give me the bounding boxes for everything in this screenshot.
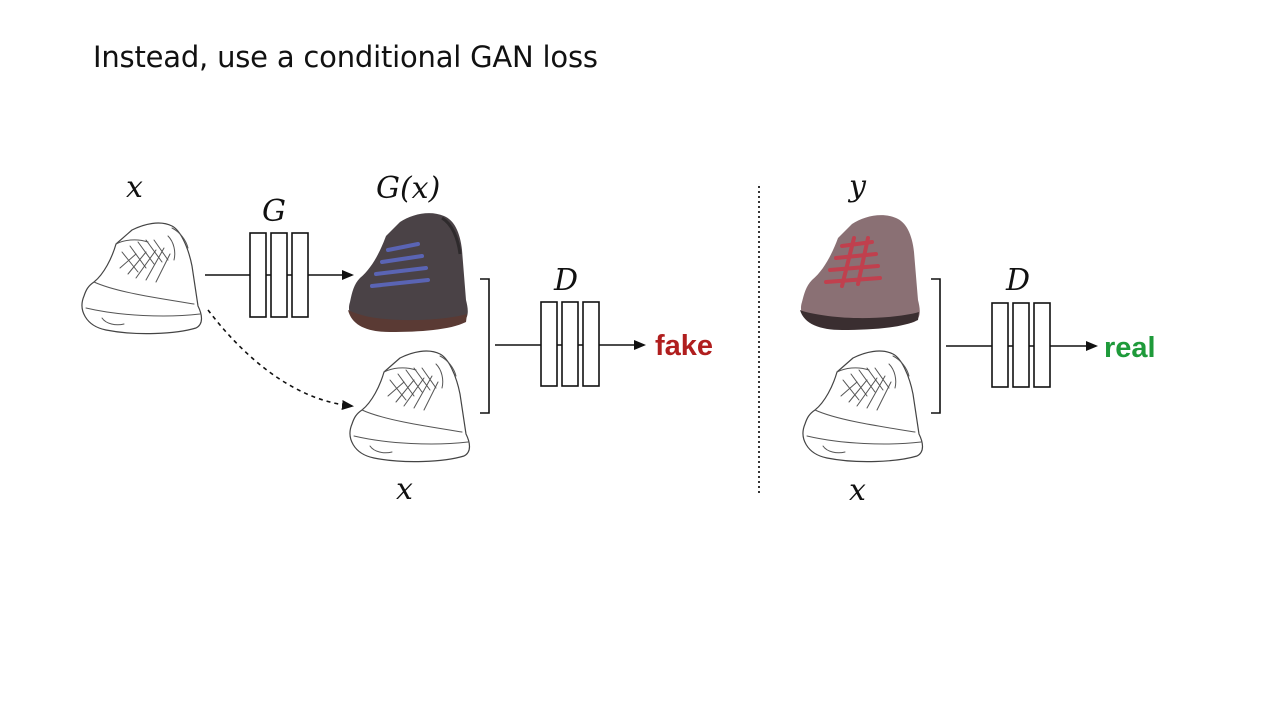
real-discriminator-layer-3	[1033, 302, 1051, 388]
fake-output-label: fake	[655, 330, 713, 362]
target-y-label: y	[847, 169, 867, 204]
generator-layer-3	[291, 232, 309, 318]
real-discriminator-layer-1	[991, 302, 1009, 388]
condition-sketch-image	[349, 350, 471, 463]
slide-title: Instead, use a conditional GAN loss	[93, 40, 598, 74]
generator-layer-1	[249, 232, 267, 318]
generated-label: G(x)	[376, 171, 440, 206]
fake-discriminator-label: D	[553, 263, 578, 298]
real-shoe-image	[800, 215, 920, 330]
input-sketch-image	[81, 222, 203, 335]
real-discriminator-layer-2	[1012, 302, 1030, 388]
fake-discriminator-layer-1	[540, 301, 558, 387]
fake-discriminator-layer-3	[582, 301, 600, 387]
condition-x-label: x	[396, 472, 413, 507]
generator-label: G	[262, 194, 286, 229]
real-condition-x-label: x	[849, 473, 866, 508]
condition-dashed-arrow	[207, 309, 354, 411]
real-discriminator-label: D	[1005, 263, 1030, 298]
input-x-label: x	[126, 170, 143, 205]
fake-pair-bracket	[480, 278, 490, 414]
real-condition-sketch-image	[802, 350, 924, 463]
generated-shoe-image	[348, 213, 468, 332]
real-pair-bracket	[931, 278, 941, 414]
fake-discriminator-layer-2	[561, 301, 579, 387]
real-output-label: real	[1104, 332, 1156, 364]
generator-layer-2	[270, 232, 288, 318]
